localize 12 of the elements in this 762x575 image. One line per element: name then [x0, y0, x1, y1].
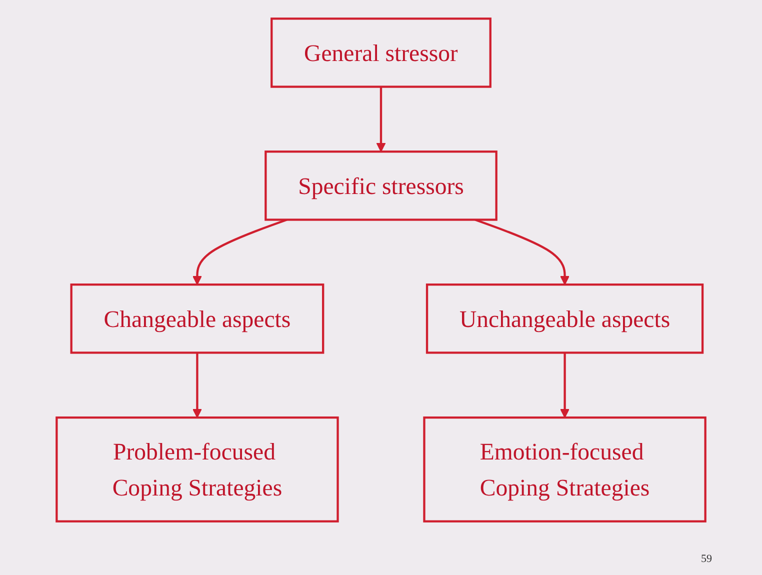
node-box: Specific stressors — [264, 150, 498, 221]
arrow — [376, 86, 386, 152]
node-box: Emotion-focused Coping Strategies — [423, 416, 706, 522]
node-box: Problem-focused Coping Strategies — [56, 416, 339, 522]
arrow — [560, 352, 570, 418]
arrow — [192, 352, 202, 418]
arrow — [192, 218, 288, 286]
node-box: Unchangeable aspects — [426, 284, 704, 354]
node-box: General stressor — [270, 18, 492, 88]
page-number: 59 — [701, 553, 712, 565]
node-box: Changeable aspects — [70, 284, 324, 354]
arrow — [474, 218, 570, 286]
